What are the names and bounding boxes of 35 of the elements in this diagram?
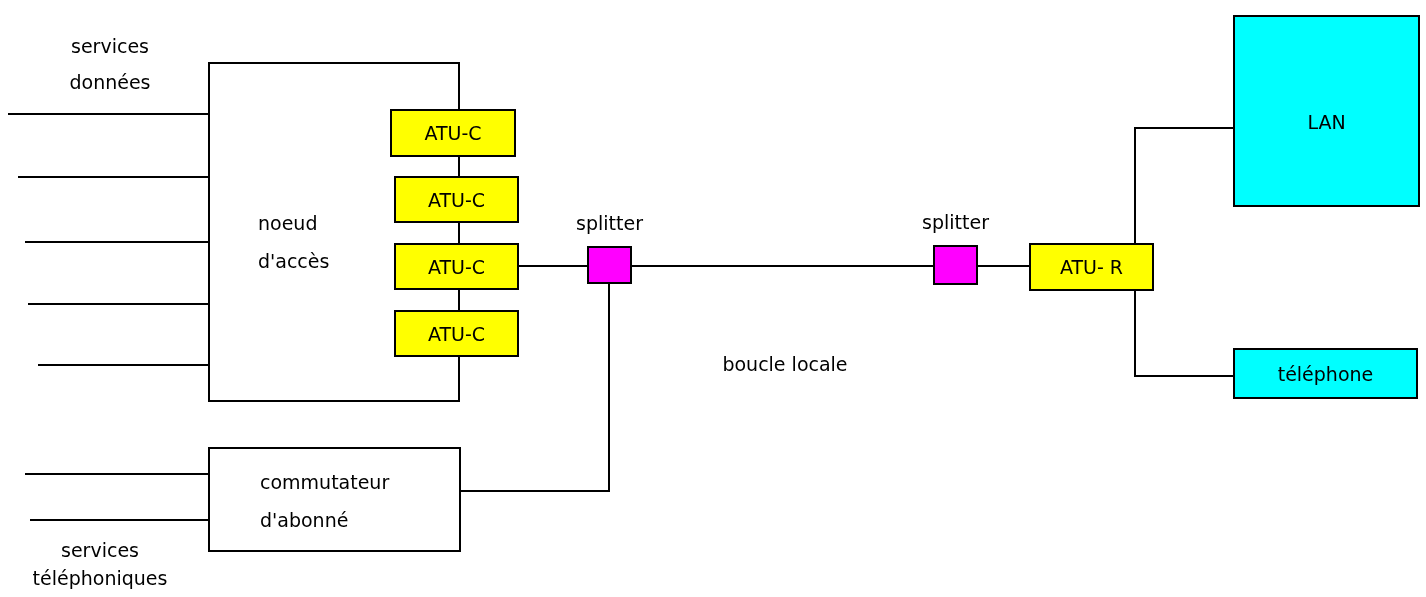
node-box [394,176,519,223]
node-label: LAN [1306,110,1347,135]
node-label: ATU- R [1059,255,1124,280]
node-label: ATU-C [427,254,486,280]
connector-line [631,265,934,267]
connector-line [24,241,209,243]
text-label: services données [68,34,152,95]
connector-line [460,283,610,492]
connector-line [977,265,1030,267]
node-box [1233,348,1418,399]
node-label: ATU-C [427,187,486,213]
node-label: téléphone [1277,361,1374,387]
node-box [390,109,516,157]
connector-line [27,303,209,305]
node-box [208,447,461,552]
node-label: commutateur d'abonné [260,470,391,533]
connector-line [518,265,588,267]
connector-line [29,519,209,521]
node-label: ATU-C [427,321,486,347]
node-caption: splitter [922,211,989,233]
connector-line [7,113,209,115]
text-label: boucle locale [721,352,849,377]
node-label: ATU-C [424,121,482,146]
connector-line [37,364,209,366]
node-box [1029,243,1154,291]
node-box [394,310,519,357]
connector-line [1134,127,1234,244]
node-box [394,243,519,290]
node-box [1233,15,1420,207]
text-label: services téléphoniques [31,538,169,591]
connector-line [24,473,209,475]
node-label: noeud d'accès [258,211,331,274]
node-caption: splitter [576,212,643,234]
connector-line [17,176,209,178]
connector-line [1134,290,1234,377]
